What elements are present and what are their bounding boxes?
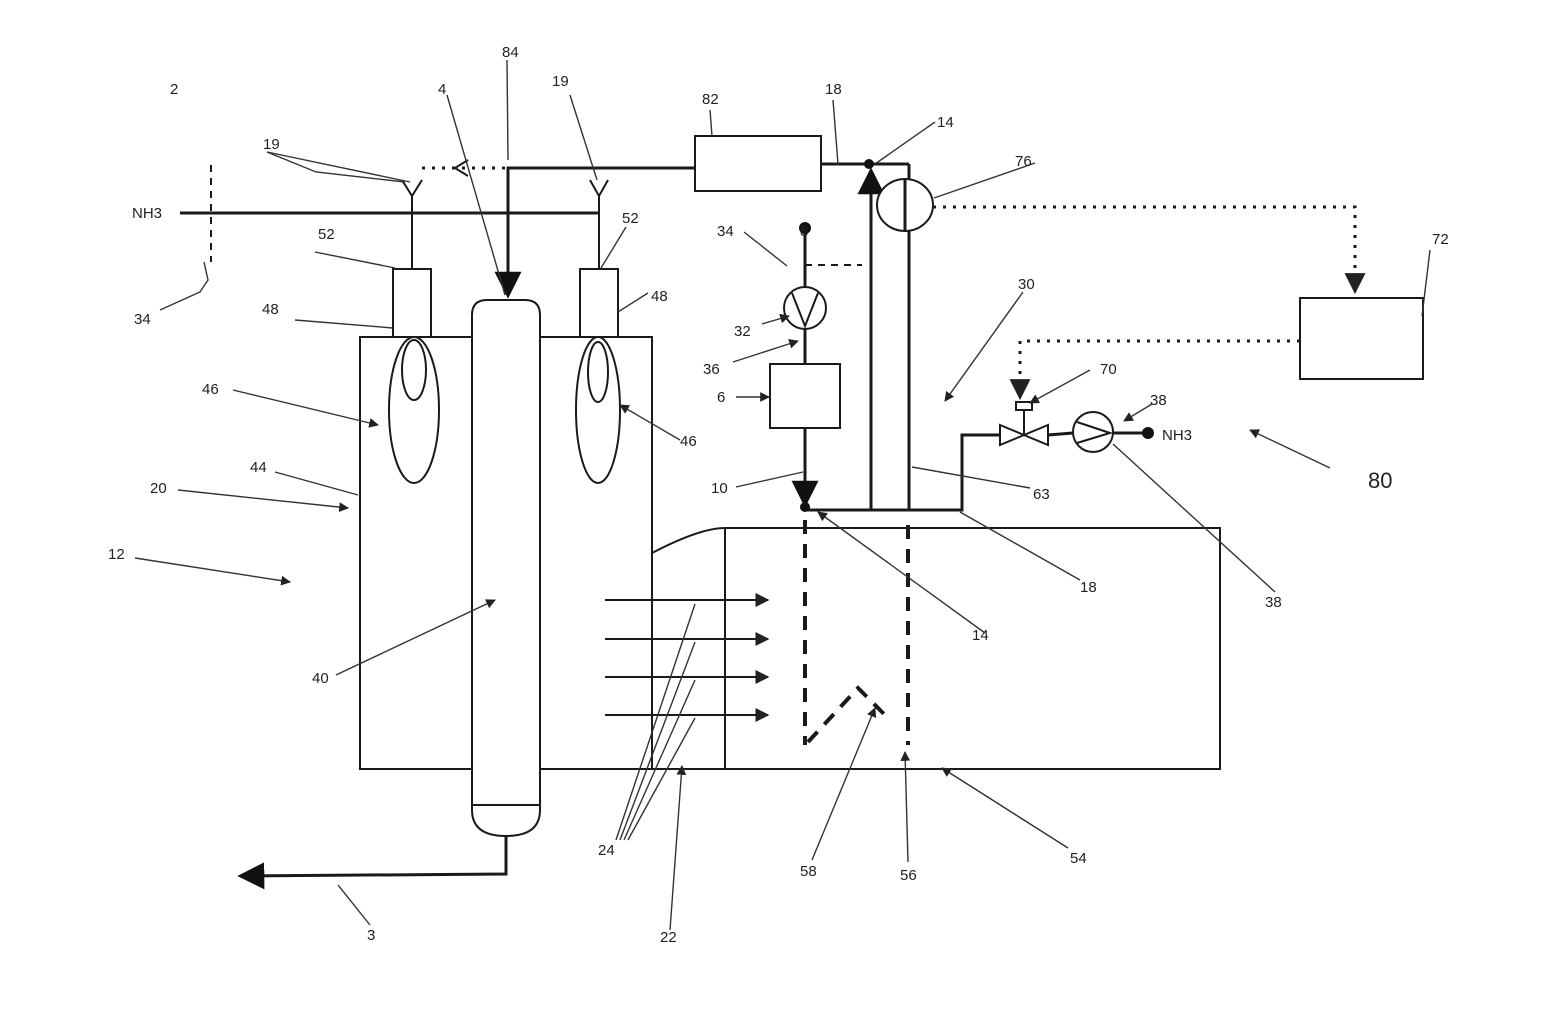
label-30: 30 (1018, 276, 1035, 293)
label-46-left: 46 (202, 381, 219, 398)
signal-line-76-72 (933, 207, 1355, 292)
label-20: 20 (150, 480, 167, 497)
label-84: 84 (502, 44, 519, 61)
label-38-top: 38 (1150, 392, 1167, 409)
pump-32 (784, 287, 826, 329)
nozzle-48-right (580, 269, 618, 337)
label-32: 32 (734, 323, 751, 340)
signal-line-72-70 (1020, 341, 1300, 398)
label-34-left: 34 (134, 311, 151, 328)
label-nh3-right: NH3 (1162, 427, 1192, 444)
label-70: 70 (1100, 361, 1117, 378)
pump-38 (1073, 412, 1113, 452)
label-72: 72 (1432, 231, 1449, 248)
label-4: 4 (438, 81, 446, 98)
label-14-bottom: 14 (972, 627, 989, 644)
controller-72 (1300, 298, 1423, 379)
label-58: 58 (800, 863, 817, 880)
valve-19-left (402, 180, 422, 213)
valve-70 (1000, 402, 1048, 445)
label-34-right: 34 (717, 223, 734, 240)
label-3: 3 (367, 927, 375, 944)
label-24: 24 (598, 842, 615, 859)
label-40: 40 (312, 670, 329, 687)
label-52-right: 52 (622, 210, 639, 227)
label-38-bottom: 38 (1265, 594, 1282, 611)
outlet-line-3 (240, 836, 506, 876)
label-19-left: 19 (263, 136, 280, 153)
box-6 (770, 364, 840, 428)
label-48-right: 48 (651, 288, 668, 305)
label-44: 44 (250, 459, 267, 476)
label-12: 12 (108, 546, 125, 563)
label-14-top: 14 (937, 114, 954, 131)
label-76: 76 (1015, 153, 1032, 170)
label-82: 82 (702, 91, 719, 108)
label-22: 22 (660, 929, 677, 946)
chamber-54 (652, 528, 1220, 769)
label-6: 6 (717, 389, 725, 406)
nozzle-48-left (393, 269, 431, 337)
label-nh3-left: NH3 (132, 205, 162, 222)
box-82 (695, 136, 821, 191)
line-18-bottom (805, 435, 1000, 510)
label-56: 56 (900, 867, 917, 884)
label-2: 2 (170, 81, 178, 98)
label-18-top: 18 (825, 81, 842, 98)
column-40 (472, 300, 540, 836)
label-80: 80 (1368, 468, 1392, 493)
label-18-bottom: 18 (1080, 579, 1097, 596)
label-48-left: 48 (262, 301, 279, 318)
dashed-probes (805, 520, 908, 745)
label-19-right: 19 (552, 73, 569, 90)
label-52-left: 52 (318, 226, 335, 243)
label-54: 54 (1070, 850, 1087, 867)
label-36: 36 (703, 361, 720, 378)
valve-19-right (590, 180, 608, 213)
junction-14-top (864, 159, 874, 169)
label-10: 10 (711, 480, 728, 497)
label-63: 63 (1033, 486, 1050, 503)
label-46-right: 46 (680, 433, 697, 450)
label-8: 8 (800, 223, 808, 240)
